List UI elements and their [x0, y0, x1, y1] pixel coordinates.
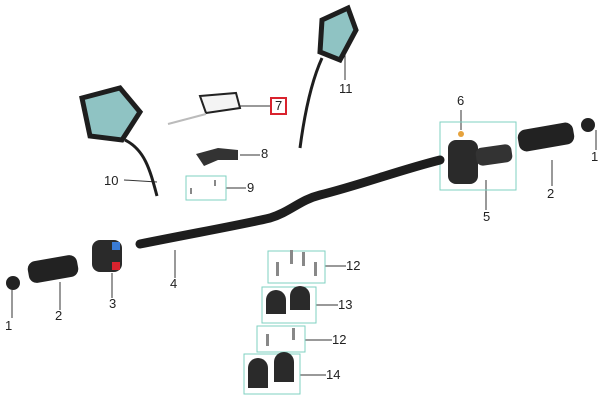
callout-12-upper: 12 [346, 258, 361, 273]
callout-10: 10 [104, 173, 119, 188]
callout-12-lower: 12 [332, 332, 347, 347]
callout-14: 14 [326, 367, 341, 382]
callout-13: 13 [338, 297, 353, 312]
callout-9: 9 [247, 180, 255, 195]
left-grip-shape [27, 255, 79, 283]
callout-1-right: 1 [591, 149, 599, 164]
right-end-weight-shape [581, 118, 595, 132]
callout-2-left: 2 [55, 308, 63, 323]
group-boxes [185, 121, 517, 395]
callout-7-highlighted: 7 [270, 97, 288, 115]
callout-3: 3 [109, 296, 117, 311]
handlebar-shape [135, 155, 445, 249]
throttle-shape [448, 140, 478, 184]
callout-1-left: 1 [5, 318, 13, 333]
bracket-shape [196, 148, 238, 166]
clamps [248, 286, 310, 388]
throttle-screw-shape [458, 131, 464, 137]
sticker-shape [167, 91, 242, 125]
callout-5: 5 [483, 209, 491, 224]
left-end-weight-shape [6, 276, 20, 290]
right-grip-shape [517, 122, 575, 152]
bolts [190, 180, 317, 346]
left-mirror-shape [79, 85, 159, 197]
callout-4: 4 [170, 276, 178, 291]
callout-8: 8 [261, 146, 269, 161]
leader-lines [11, 55, 597, 376]
right-mirror-shape [298, 4, 359, 149]
callout-6: 6 [457, 93, 465, 108]
callout-11: 11 [339, 81, 353, 96]
callout-2-right: 2 [547, 186, 555, 201]
